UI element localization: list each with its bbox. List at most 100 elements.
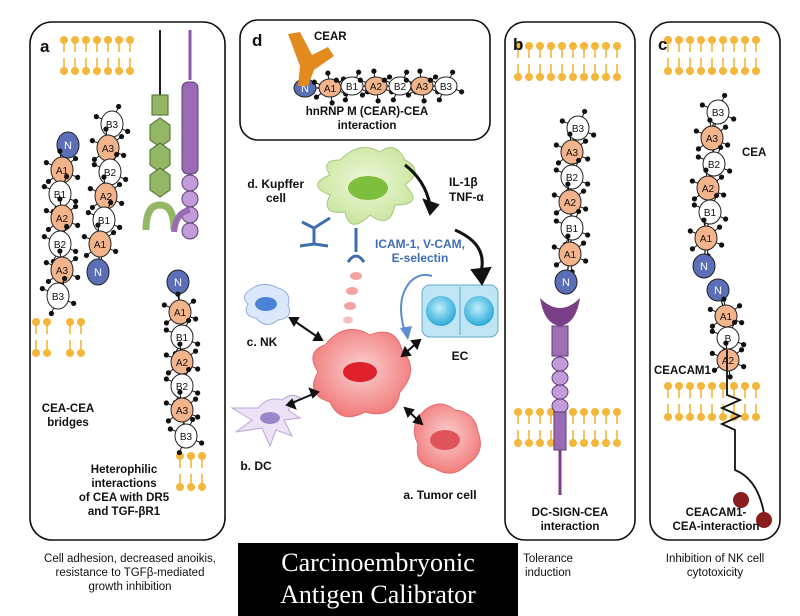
itim-dot-1 xyxy=(733,492,749,508)
hetero-label-1: Heterophilic xyxy=(91,464,158,476)
panel-b-frame xyxy=(504,21,636,541)
dc-sign-label-1: DC-SIGN-CEA xyxy=(532,507,609,519)
dc-label: b. DC xyxy=(240,459,272,473)
svg-text:N: N xyxy=(94,267,102,279)
svg-text:B2: B2 xyxy=(708,160,721,171)
panel-c-caption: Inhibition of NK cell cytotoxicity xyxy=(650,552,780,580)
domain-a2: A2 xyxy=(551,181,589,223)
domain-b1: B1 xyxy=(163,317,201,357)
panel-a-labels: CEA-CEA bridges Heterophilic interaction… xyxy=(42,403,170,518)
svg-text:A2: A2 xyxy=(702,184,715,195)
domain-a1: A1 xyxy=(161,291,199,333)
svg-text:B: B xyxy=(725,334,732,345)
svg-text:B2: B2 xyxy=(104,168,117,179)
svg-text:A1: A1 xyxy=(564,250,577,261)
panel-letters: a d b c xyxy=(40,31,667,56)
membrane-b-top xyxy=(514,42,621,81)
svg-text:B1: B1 xyxy=(346,82,359,93)
panel-letter-c: c xyxy=(658,35,667,54)
title-banner: Carcinoembryonic Antigen Calibrator xyxy=(238,543,518,616)
kupffer-cell xyxy=(317,147,416,225)
domain-a2: A2 xyxy=(709,340,747,380)
panel-c-caption-line-2: cytotoxicity xyxy=(686,567,744,579)
panel-a-caption-line-1: Cell adhesion, decreased anoikis, xyxy=(44,553,216,565)
domain-a3: A3 xyxy=(43,248,81,292)
nk-cell xyxy=(244,284,291,325)
svg-text:B3: B3 xyxy=(440,82,453,93)
icam-arrow xyxy=(400,273,433,340)
domain-n: N xyxy=(86,258,110,286)
cear-molecule xyxy=(288,32,334,86)
membrane-c-top xyxy=(664,36,760,75)
domain-a1: A1 xyxy=(687,217,725,259)
panel-letter-a: a xyxy=(40,37,50,56)
ceacam1-cea-label-1: CEACAM1- xyxy=(686,507,747,519)
interaction-arrows xyxy=(285,163,492,426)
svg-text:B2: B2 xyxy=(54,240,67,251)
tumor-cell-label: a. Tumor cell xyxy=(403,488,476,502)
purple-receptor xyxy=(171,30,199,240)
svg-text:A2: A2 xyxy=(564,198,577,209)
hetero-label-4: and TGF-βR1 xyxy=(88,506,161,518)
svg-text:A1: A1 xyxy=(700,234,713,245)
green-receptor xyxy=(142,30,178,231)
title-line-1: Carcinoembryonic xyxy=(281,548,475,577)
icam-label-2: E-selectin xyxy=(392,251,449,265)
svg-text:N: N xyxy=(64,140,72,152)
tumor-cell-center xyxy=(312,328,411,418)
domain-n: N xyxy=(56,131,80,159)
panel-b-labels: DC-SIGN-CEA interaction xyxy=(532,507,609,533)
domain-a2: A2 xyxy=(357,68,395,104)
dc-sign-label-2: interaction xyxy=(541,521,600,533)
svg-text:A3: A3 xyxy=(706,134,719,145)
dc-cell xyxy=(230,394,302,448)
domain-b2: B2 xyxy=(163,366,201,406)
cell-membranes xyxy=(32,36,760,491)
cear-label: CEAR xyxy=(314,31,347,43)
svg-text:B1: B1 xyxy=(176,333,189,344)
hnrnp-label-1: hnRNP M (CEAR)-CEA xyxy=(306,106,428,118)
center-labels: d. Kupffer cell IL-1β TNF-α ICAM-1, V-CA… xyxy=(240,175,484,502)
svg-text:A3: A3 xyxy=(102,144,115,155)
hetero-label-3: of CEA with DR5 xyxy=(79,492,170,504)
svg-text:A2: A2 xyxy=(100,192,113,203)
svg-text:B2: B2 xyxy=(176,382,189,393)
cea-domain-chains: NA1B1A2B2A3B3B3A3B2A2B1A1NNA1B1A2B2A3B3B… xyxy=(39,68,747,456)
soluble-cea-dots xyxy=(343,272,362,324)
svg-text:A3: A3 xyxy=(56,266,69,277)
domain-b3: B3 xyxy=(167,416,205,456)
tnfa-label: TNF-α xyxy=(449,190,484,204)
domain-b1: B1 xyxy=(333,69,371,103)
svg-text:A3: A3 xyxy=(566,148,579,159)
svg-text:A2: A2 xyxy=(722,356,735,367)
membrane-a-bottom xyxy=(176,452,206,491)
membrane-a-mid-right xyxy=(66,318,85,357)
panel-c-labels: CEA CEACAM1 CEACAM1- CEA-interaction xyxy=(654,147,766,533)
domain-a3: A3 xyxy=(553,131,591,173)
svg-text:A1: A1 xyxy=(56,166,69,177)
nk-label: c. NK xyxy=(247,335,278,349)
domain-b3: B3 xyxy=(39,275,77,317)
domain-b3: B3 xyxy=(427,69,465,103)
domain-a3: A3 xyxy=(163,389,201,431)
svg-text:A1: A1 xyxy=(174,308,187,319)
svg-text:A3: A3 xyxy=(416,82,429,93)
domain-b2: B2 xyxy=(41,223,79,265)
icam-label-1: ICAM-1, V-CAM, xyxy=(375,237,465,251)
panel-c-caption-line-1: Inhibition of NK cell xyxy=(665,553,765,565)
panel-b-caption: Tolerance induction xyxy=(518,552,578,580)
svg-text:B1: B1 xyxy=(704,208,717,219)
svg-text:A1: A1 xyxy=(324,84,337,95)
endothelial-cells xyxy=(421,284,499,338)
hnrnp-label-2: interaction xyxy=(338,120,397,132)
svg-text:B3: B3 xyxy=(52,292,65,303)
svg-text:A2: A2 xyxy=(176,358,189,369)
panel-b-caption-line-2: induction xyxy=(524,567,572,579)
itim-dot-2 xyxy=(756,512,772,528)
svg-text:B1: B1 xyxy=(54,190,67,201)
svg-text:B2: B2 xyxy=(566,173,579,184)
